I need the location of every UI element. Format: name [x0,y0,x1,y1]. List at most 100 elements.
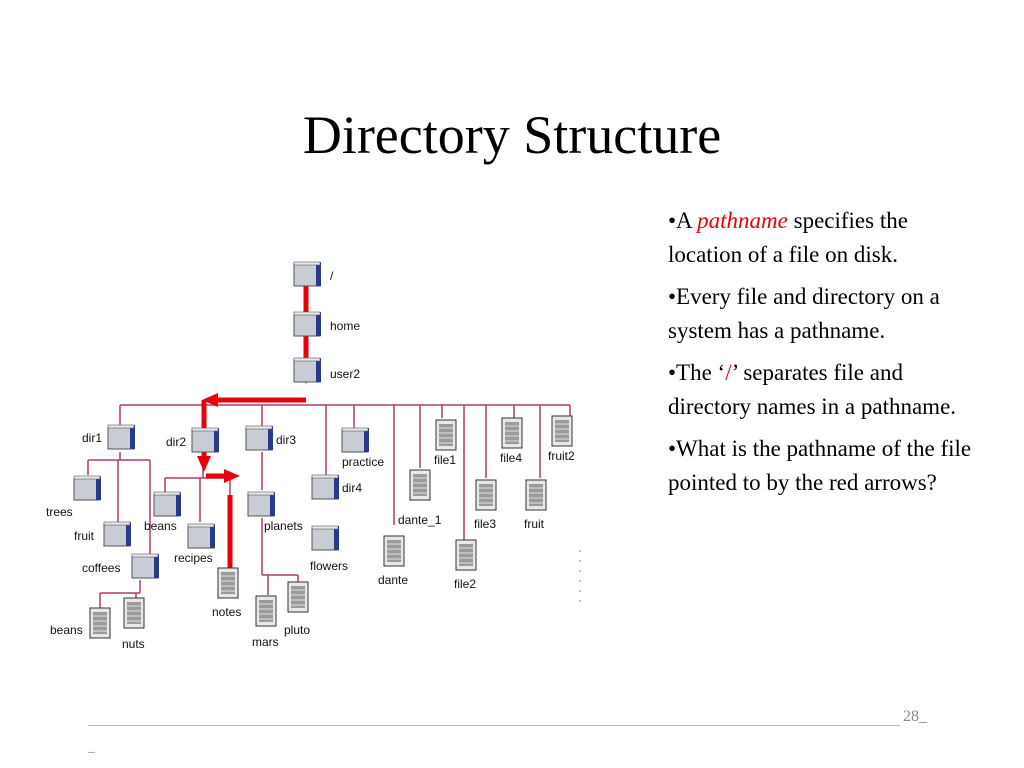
file-icon [435,419,457,451]
node-planets: planets [247,491,303,533]
file-icon [455,539,477,571]
node-label: file4 [500,451,522,465]
folder-icon [103,521,132,547]
node-home: home [293,311,360,337]
node-beans-file: beans [50,607,111,639]
node-fruit: fruit [524,479,547,531]
node-label: home [330,319,360,333]
node-label: pluto [284,623,310,637]
node-label: file1 [434,453,456,467]
bullet-text: •A [668,208,698,233]
folder-icon [73,475,102,501]
node-trees: trees [46,475,102,519]
node-label: coffees [82,561,120,575]
node-label: / [330,269,334,283]
node-label: recipes [174,551,213,565]
node-label: beans [50,623,83,637]
file-icon [123,597,145,629]
node-label: dir4 [342,481,362,495]
node-dir4: dir4 [311,474,362,500]
node-fruit2: fruit2 [548,415,575,463]
folder-icon [187,523,216,549]
folder-icon [191,427,220,453]
node-label: user2 [330,367,360,381]
node-label: file2 [454,577,476,591]
file-icon [551,415,573,447]
folder-icon [245,425,274,451]
bullet-separator: •The ‘/’ separates file and directory na… [668,356,978,424]
pathname-term: pathname [697,208,788,233]
separator-char: / [725,360,732,385]
folder-icon [153,491,182,517]
node-file4: file4 [500,417,523,465]
node-pluto: pluto [284,581,310,637]
node-practice: practice [341,427,384,469]
node-fruit-dir: fruit [74,521,132,547]
footer-dash: _ [88,740,95,755]
node-dir2: dir2 [166,427,220,453]
node-label: dir3 [276,433,296,447]
node-label: planets [264,519,303,533]
node-file2: file2 [454,539,477,591]
file-icon [475,479,497,511]
node-beans-dir: beans [144,491,182,533]
node-mars: mars [252,595,279,649]
file-icon [217,567,239,599]
node-label: dir2 [166,435,186,449]
node-label: flowers [310,559,348,573]
node-label: dir1 [82,431,102,445]
node-label: fruit2 [548,449,575,463]
node-flowers: flowers [310,525,348,573]
file-icon [255,595,277,627]
folder-icon [311,525,340,551]
bullet-every-file: •Every file and directory on a system ha… [668,284,940,343]
node-label: fruit [74,529,95,543]
node-coffees: coffees [82,553,160,579]
folder-icon [293,311,322,337]
node-label: dante [378,573,408,587]
node-file1: file1 [434,419,457,467]
folder-icon [311,474,340,500]
page-number: 28_ [903,708,927,725]
node-user2: user2 [293,357,360,383]
file-icon [89,607,111,639]
bullet-pathname: •A pathname specifies the location of a … [668,204,978,272]
node-dante: dante [378,535,408,587]
folder-icon [107,424,136,450]
node-label: nuts [122,637,145,651]
folder-icon [293,261,322,287]
footer-rule [88,725,900,726]
node-label: trees [46,505,73,519]
node-label: beans [144,519,177,533]
folder-icon [247,491,276,517]
node-label: dante_1 [398,513,442,527]
node-dante-1: dante_1 [398,469,442,527]
folder-icon [293,357,322,383]
bullet-question: •What is the pathname of the file pointe… [668,436,972,495]
node-recipes: recipes [174,523,216,565]
bullet-text: specifies the location of a file on disk… [668,208,908,267]
node-root: / [293,261,334,287]
node-label: fruit [524,517,545,531]
node-label: mars [252,635,279,649]
directory-tree-diagram: / home user2 dir1 dir2 dir3 practice fil… [46,261,581,651]
node-nuts: nuts [122,597,145,651]
node-file3: file3 [474,479,497,531]
node-label: practice [342,455,384,469]
bullet-text: •The ‘ [668,360,726,385]
file-icon [525,479,547,511]
node-label: file3 [474,517,496,531]
file-icon [287,581,309,613]
node-dir3: dir3 [245,425,296,451]
file-icon [501,417,523,449]
folder-icon [341,427,370,453]
node-dir1: dir1 [82,424,136,450]
slide-title: Directory Structure [302,105,722,165]
folder-icon [131,553,160,579]
node-label: notes [212,605,241,619]
file-icon [409,469,431,501]
bullet-text: ’ separates file and directory names in … [668,360,957,419]
node-notes: notes [212,567,241,619]
file-icon [383,535,405,567]
bullet-list: •A pathname specifies the location of a … [668,204,978,508]
